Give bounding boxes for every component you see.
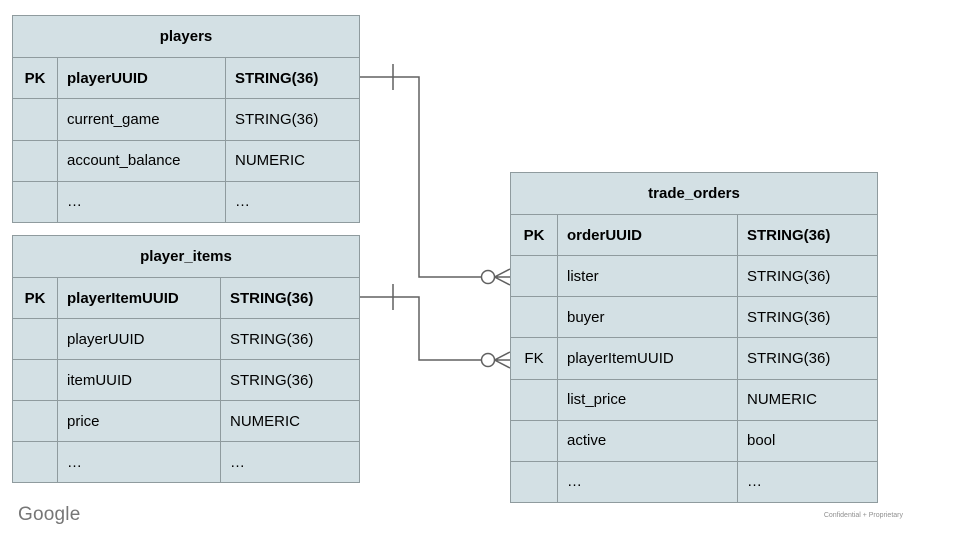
table-row: PK orderUUID STRING(36) xyxy=(511,215,877,257)
type-cell: … xyxy=(747,473,762,491)
key-cell: PK xyxy=(13,58,58,99)
field-cell: itemUUID xyxy=(58,360,221,400)
field-cell: current_game xyxy=(58,99,226,140)
field-cell: playerItemUUID xyxy=(558,338,738,379)
er-table-player-items: player_items PK playerItemUUID STRING(36… xyxy=(12,235,360,483)
type-cell: STRING(36) xyxy=(230,330,314,348)
table-row: … … xyxy=(13,442,359,482)
type-cell: … xyxy=(230,453,245,471)
key-cell xyxy=(511,461,558,502)
relationship-players-trade-orders xyxy=(360,64,511,286)
type-cell: bool xyxy=(747,432,776,450)
cardinality-zero-circle xyxy=(480,269,496,285)
type-cell: STRING(36) xyxy=(747,267,831,285)
type-cell: … xyxy=(235,193,250,211)
connector-line xyxy=(360,76,481,278)
key-cell: FK xyxy=(511,338,558,379)
type-cell: STRING(36) xyxy=(235,69,319,87)
table-row: buyer STRING(36) xyxy=(511,297,877,339)
key-cell xyxy=(13,442,58,482)
field-cell: playerUUID xyxy=(58,319,221,359)
type-cell: STRING(36) xyxy=(235,110,319,128)
crow-foot-many xyxy=(494,351,511,369)
field-cell: playerUUID xyxy=(58,58,226,99)
type-cell: STRING(36) xyxy=(747,308,831,326)
type-cell: STRING(36) xyxy=(747,226,831,244)
table-row: list_price NUMERIC xyxy=(511,379,877,421)
table-title: player_items xyxy=(13,236,359,278)
field-cell: price xyxy=(58,401,221,441)
table-row: FK playerItemUUID STRING(36) xyxy=(511,338,877,380)
key-cell: PK xyxy=(13,278,58,318)
type-cell: STRING(36) xyxy=(230,289,314,307)
field-cell: list_price xyxy=(558,379,738,420)
type-cell: STRING(36) xyxy=(230,371,314,389)
key-cell xyxy=(13,360,58,400)
key-cell xyxy=(511,297,558,338)
key-cell xyxy=(13,140,58,181)
table-row: PK playerItemUUID STRING(36) xyxy=(13,278,359,319)
connector-line xyxy=(360,296,481,361)
type-cell: NUMERIC xyxy=(747,391,817,409)
table-row: playerUUID STRING(36) xyxy=(13,319,359,360)
table-title: players xyxy=(13,16,359,58)
crow-foot-many xyxy=(494,268,511,286)
table-row: price NUMERIC xyxy=(13,401,359,442)
field-cell: orderUUID xyxy=(558,215,738,256)
table-row: … … xyxy=(511,461,877,502)
field-cell: account_balance xyxy=(58,140,226,181)
field-cell: lister xyxy=(558,256,738,297)
table-row: account_balance NUMERIC xyxy=(13,140,359,182)
key-cell xyxy=(13,181,58,222)
type-cell: NUMERIC xyxy=(235,152,305,170)
type-cell: STRING(36) xyxy=(747,349,831,367)
table-row: current_game STRING(36) xyxy=(13,99,359,141)
confidentiality-note: Confidential + Proprietary xyxy=(823,512,903,519)
table-title: trade_orders xyxy=(511,173,877,215)
key-cell xyxy=(511,420,558,461)
key-cell xyxy=(13,99,58,140)
field-cell: active xyxy=(558,420,738,461)
field-cell: … xyxy=(558,461,738,502)
key-cell: PK xyxy=(511,215,558,256)
key-cell xyxy=(511,256,558,297)
field-cell: … xyxy=(58,442,221,482)
google-logo: Google xyxy=(18,504,81,525)
er-table-trade-orders: trade_orders PK orderUUID STRING(36) lis… xyxy=(510,172,878,503)
field-cell: … xyxy=(58,181,226,222)
cardinality-zero-circle xyxy=(480,352,496,368)
field-cell: buyer xyxy=(558,297,738,338)
type-cell: NUMERIC xyxy=(230,412,300,430)
table-row: active bool xyxy=(511,420,877,462)
table-row: PK playerUUID STRING(36) xyxy=(13,58,359,100)
relationship-player-items-trade-orders xyxy=(360,284,511,369)
er-table-players: players PK playerUUID STRING(36) current… xyxy=(12,15,360,223)
key-cell xyxy=(511,379,558,420)
table-row: … … xyxy=(13,181,359,222)
key-cell xyxy=(13,319,58,359)
field-cell: playerItemUUID xyxy=(58,278,221,318)
table-row: lister STRING(36) xyxy=(511,256,877,298)
key-cell xyxy=(13,401,58,441)
table-row: itemUUID STRING(36) xyxy=(13,360,359,401)
